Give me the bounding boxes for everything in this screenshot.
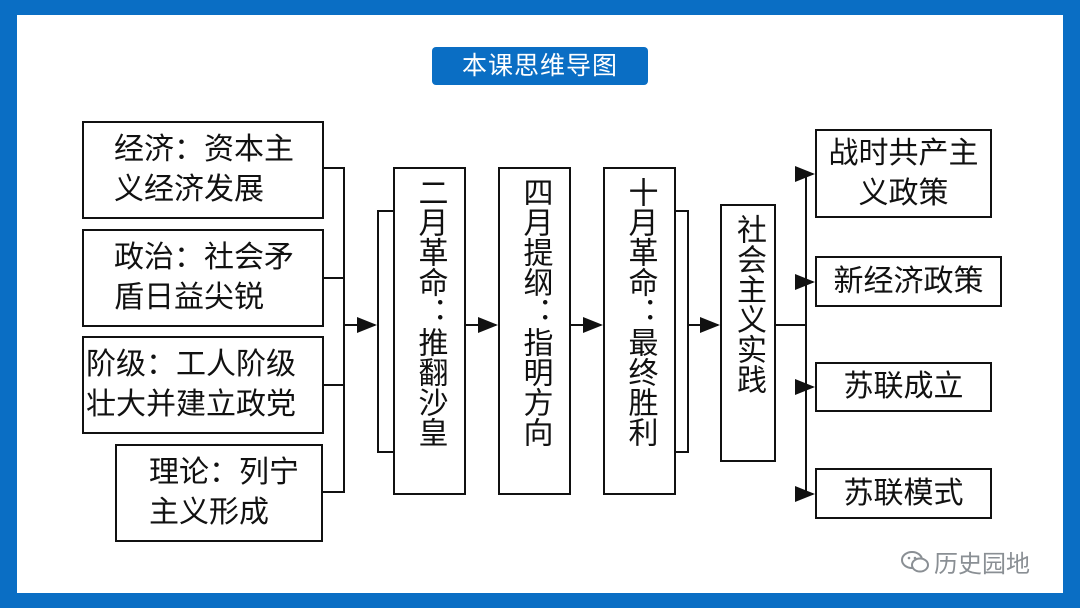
stage-february-text: 二月革命：推翻沙皇 xyxy=(412,177,448,447)
result-nep-text: 新经济政策 xyxy=(833,263,984,299)
result-box-war-communism: 战时共产主义政策 xyxy=(815,129,992,218)
wechat-icon xyxy=(901,550,929,572)
result-box-nep: 新经济政策 xyxy=(815,256,1002,307)
stage-october-text: 十月革命：最终胜利 xyxy=(622,177,658,447)
cause-class-text: 阶级：工人阶级壮大并建立政党 xyxy=(86,347,296,422)
cause-economy-text: 经济：资本主义经济发展 xyxy=(114,132,294,207)
result-soviet-model-text: 苏联模式 xyxy=(843,475,964,511)
result-box-ussr-founded: 苏联成立 xyxy=(815,362,992,412)
stage-box-april: 四月提纲：指明方向 xyxy=(498,167,571,495)
result-box-soviet-model: 苏联模式 xyxy=(815,468,992,519)
cause-theory-text: 理论：列宁主义形成 xyxy=(149,455,299,530)
cause-box-economy: 经济：资本主义经济发展 xyxy=(82,121,324,219)
cause-box-theory: 理论：列宁主义形成 xyxy=(115,444,323,542)
center-box-socialist-practice: 社会主义实践 xyxy=(720,204,776,462)
center-text: 社会主义实践 xyxy=(731,214,766,394)
cause-box-class: 阶级：工人阶级壮大并建立政党 xyxy=(82,336,324,434)
cause-politics-text: 政治：社会矛盾日益尖锐 xyxy=(114,240,294,315)
diagram-title: 本课思维导图 xyxy=(432,47,648,85)
result-ussr-founded-text: 苏联成立 xyxy=(843,369,964,404)
watermark-text: 历史园地 xyxy=(934,550,1030,578)
watermark: 历史园地 xyxy=(900,544,1030,579)
stage-box-october: 十月革命：最终胜利 xyxy=(603,167,676,495)
stage-box-february: 二月革命：推翻沙皇 xyxy=(393,167,466,495)
result-war-communism-text: 战时共产主义政策 xyxy=(828,135,979,211)
cause-box-politics: 政治：社会矛盾日益尖锐 xyxy=(82,229,324,327)
stage-april-text: 四月提纲：指明方向 xyxy=(517,177,553,447)
